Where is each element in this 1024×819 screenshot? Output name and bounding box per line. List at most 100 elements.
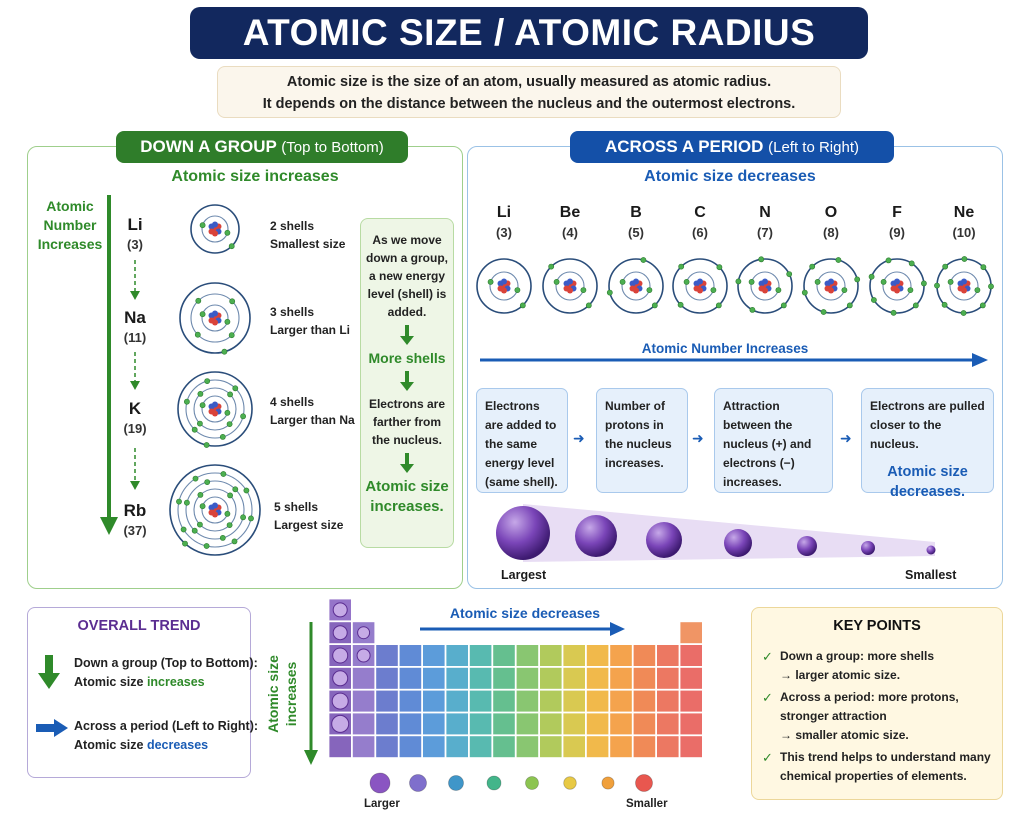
electron: [548, 263, 555, 270]
electron: [880, 278, 887, 285]
nucleon: [212, 511, 218, 518]
size-spheres: [496, 504, 936, 562]
pt-smaller-label: Smaller: [626, 798, 668, 810]
pt-cell: [398, 667, 422, 690]
pt-cell: [398, 735, 422, 759]
pt-size-dot: [635, 774, 653, 792]
electron-shell: [201, 304, 229, 332]
pt-cell: [585, 644, 610, 667]
period-el-number: (3): [496, 225, 512, 240]
electron: [841, 287, 848, 293]
pt-cell: [398, 712, 422, 736]
overall-across-prefix: Atomic size: [74, 738, 147, 752]
electron: [180, 526, 187, 533]
electron: [487, 278, 494, 285]
nucleon: [212, 319, 218, 326]
electron-shell: [185, 379, 245, 439]
electron-shell: [685, 271, 715, 301]
electron: [870, 297, 877, 303]
group-note-box: As we move down a group, a new energy le…: [360, 218, 454, 548]
group-el-number: (3): [127, 237, 143, 252]
period-el-number: (4): [562, 225, 578, 240]
electron-shell: [608, 258, 664, 314]
period-el-number: (8): [823, 225, 839, 240]
electron: [226, 421, 233, 427]
electron: [183, 398, 190, 405]
pt-cell: [562, 735, 586, 759]
dashed-arrows: [130, 260, 140, 490]
pt-cell: [328, 735, 352, 759]
pt-cell: [468, 667, 493, 690]
right-arrow-icon: ➜: [573, 430, 585, 446]
shell-desc: Larger than Li: [270, 323, 351, 337]
period-el-symbol: Be: [559, 204, 581, 221]
key-point-line: Across a period: more protons,: [780, 690, 959, 704]
electron: [716, 264, 723, 271]
pt-cell: [422, 712, 446, 736]
size-sphere: [575, 515, 617, 557]
pt-atom-marker: [356, 648, 371, 663]
pt-cell: [375, 735, 399, 759]
electron: [182, 540, 188, 547]
electron: [192, 475, 199, 482]
period-atom-n: [735, 256, 793, 314]
note-text-2: More shells: [368, 350, 446, 366]
electron: [775, 287, 782, 293]
nucleon: [501, 287, 507, 294]
electron: [519, 302, 526, 309]
overall-across-word: decreases: [146, 738, 209, 752]
group-el-number: (37): [123, 523, 147, 538]
pt-cell: [679, 712, 703, 736]
electron: [226, 522, 233, 528]
electron: [195, 297, 202, 304]
electron-shell: [201, 215, 229, 243]
electron: [228, 332, 235, 339]
atomic-number-label: Atomic Number Increases: [36, 197, 104, 254]
step-result: Atomic size decreases.: [887, 464, 968, 500]
pt-cell: [585, 667, 610, 690]
nucleon: [961, 287, 967, 294]
size-sphere: [646, 522, 682, 558]
pt-cell: [492, 712, 516, 736]
note-text-3: Electrons are farther from the nucleus.: [368, 397, 446, 447]
pt-cell: [422, 735, 446, 759]
period-atom-f: [868, 257, 927, 316]
nucleon: [212, 502, 218, 509]
pt-cell: [422, 644, 446, 667]
electron: [580, 287, 587, 293]
electron: [677, 301, 684, 308]
pt-cell: [656, 667, 680, 690]
electron: [176, 498, 182, 505]
pt-cell: [515, 644, 539, 667]
pt-side-label: Atomic size increases: [265, 655, 299, 733]
pt-size-dot: [448, 775, 464, 791]
pt-cell: [539, 667, 563, 690]
electron: [248, 515, 254, 522]
intro-box: Atomic size is the size of an atom, usua…: [217, 66, 841, 118]
key-points-box: [751, 607, 1003, 800]
electron: [232, 486, 239, 493]
electron: [780, 302, 787, 309]
pt-cell: [375, 667, 399, 690]
pt-cell: [351, 712, 376, 736]
electron: [710, 287, 717, 293]
pt-atom-marker: [331, 714, 350, 733]
pt-side-label-1: Atomic size: [265, 655, 281, 733]
electron: [835, 257, 842, 263]
nucleon: [961, 278, 967, 285]
pt-cell: [632, 689, 657, 713]
pt-atom-marker: [331, 692, 349, 710]
electron: [199, 222, 206, 229]
intro-line-1: Atomic size is the size of an atom, usua…: [286, 74, 772, 90]
atomic-number-increases-label: Atomic Number Increases: [641, 341, 809, 356]
electron: [868, 273, 875, 280]
group-el-number: (11): [123, 330, 147, 345]
down-group-tag-text: DOWN A GROUP: [140, 137, 277, 156]
check-icon: ✓: [762, 649, 773, 664]
electron: [907, 287, 914, 293]
nucleon: [894, 278, 900, 285]
pt-size-dot: [601, 776, 615, 790]
step-text: Attraction between the nucleus (+) and e…: [723, 399, 812, 489]
electron: [203, 543, 210, 549]
pt-cell: [632, 735, 657, 759]
